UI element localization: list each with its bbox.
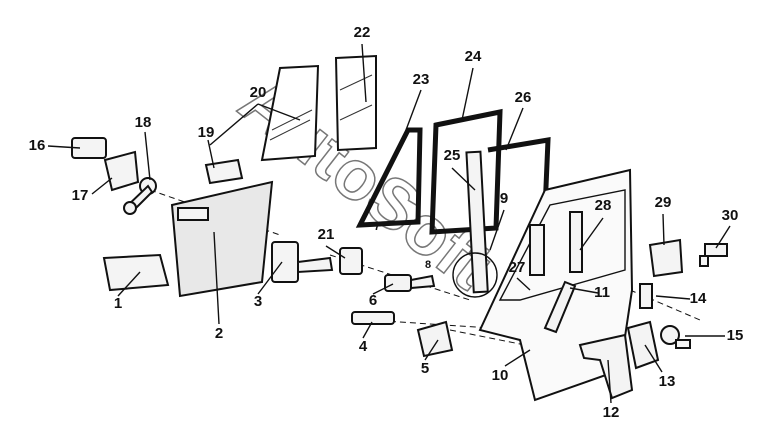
part-2-door-trim-panel	[170, 180, 274, 298]
callout-16: 16	[29, 137, 46, 154]
callout-14: 14	[690, 290, 707, 307]
callout-20: 20	[250, 84, 267, 101]
callout-6: 6	[369, 292, 377, 309]
callout-7: 7	[374, 221, 380, 233]
part-6-hinge	[384, 274, 436, 292]
part-3-door-check	[271, 241, 334, 283]
callout-17: 17	[72, 187, 89, 204]
callout-5: 5	[421, 360, 429, 377]
part-13-handle-cover	[626, 320, 660, 370]
callout-10: 10	[492, 367, 509, 384]
part-5-hinge	[416, 320, 454, 358]
part-20-vent-glass	[260, 64, 320, 162]
part-1-door-pocket	[102, 253, 170, 292]
part-29-latch	[648, 238, 684, 278]
callout-13: 13	[659, 373, 676, 390]
part-21-hinge	[339, 247, 363, 275]
part-23-vent-seal	[355, 127, 423, 228]
callout-15: 15	[727, 327, 744, 344]
callout-12: 12	[603, 404, 620, 421]
callout-2: 2	[215, 325, 223, 342]
callout-23: 23	[413, 71, 430, 88]
part-17-lock-mechanism	[103, 150, 140, 192]
callout-28: 28	[595, 197, 612, 214]
callout-22: 22	[354, 24, 371, 41]
part-19-bracket	[204, 158, 244, 185]
callout-24: 24	[465, 48, 482, 65]
callout-8: 8	[425, 259, 431, 271]
callout-3: 3	[254, 293, 262, 310]
callout-25: 25	[444, 147, 461, 164]
callouts: 1 2 3 4 5 6 7 8 9 10 11 12 13 14 15 16 1…	[29, 24, 744, 421]
part-9-window-regulator	[452, 252, 498, 298]
callout-30: 30	[722, 207, 739, 224]
callout-11: 11	[594, 284, 610, 301]
part-14-striker	[639, 283, 653, 309]
part-11-door-lock	[543, 280, 577, 334]
callout-27: 27	[509, 259, 526, 276]
part-24-glass-run-channel	[429, 108, 503, 235]
part-18-window-winder	[123, 177, 157, 215]
part-22-door-glass	[334, 54, 377, 152]
callout-1: 1	[114, 295, 122, 312]
part-30-bolt	[699, 243, 728, 267]
part-12-outside-handle	[578, 333, 634, 400]
callout-21: 21	[318, 226, 335, 243]
callout-4: 4	[359, 338, 368, 355]
callout-19: 19	[198, 124, 215, 141]
callout-18: 18	[135, 114, 152, 131]
callout-29: 29	[655, 194, 672, 211]
callout-9: 9	[500, 190, 508, 207]
callout-26: 26	[515, 89, 532, 106]
part-15-lock-cylinder	[660, 325, 691, 349]
part-4-hinge	[351, 311, 395, 325]
